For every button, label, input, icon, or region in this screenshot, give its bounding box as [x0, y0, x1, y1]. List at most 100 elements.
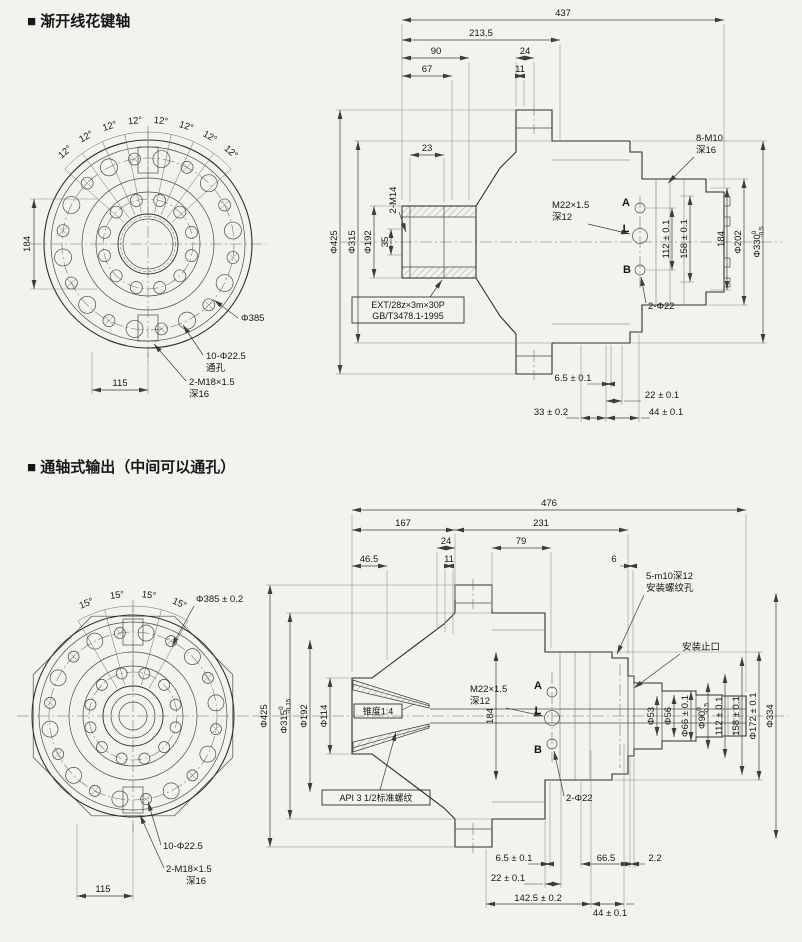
angle-fan: 12°12°12°12°12°12°12°12°: [56, 115, 240, 223]
line-shape: [104, 609, 125, 686]
line-shape: [401, 703, 415, 711]
m18-boss: [122, 618, 144, 646]
circle-shape: [152, 150, 171, 168]
dim-label: 8-M10: [696, 133, 723, 144]
angle-label: 12°: [77, 129, 95, 146]
leader-thread: [153, 343, 187, 382]
angle-label: 12°: [222, 143, 240, 161]
dim-label: Φ385 ± 0.2: [196, 594, 243, 605]
line-shape: [130, 154, 140, 164]
circle-shape: [199, 174, 218, 193]
dim-label: Φ3150-0.15: [278, 698, 293, 733]
port-l-circle: [632, 228, 648, 244]
dim-label: Φ202: [733, 230, 744, 253]
dim-label: 24: [520, 46, 531, 57]
dim-label: 67: [422, 64, 433, 75]
line-shape: [505, 707, 544, 717]
dim-label: 2-Φ22: [566, 793, 593, 804]
dim-label: 44 ± 0.1: [593, 908, 627, 919]
line-shape: [90, 786, 100, 795]
circle-shape: [185, 249, 198, 262]
line-shape: [142, 794, 151, 804]
circle-shape: [173, 205, 187, 219]
port-l-label: L: [535, 705, 542, 717]
leader-holes: [182, 324, 204, 356]
line-shape: [633, 653, 681, 689]
circle-shape: [115, 752, 128, 765]
dim-label: 深16: [189, 389, 209, 400]
line-shape: [115, 628, 124, 638]
tspan-shape: -0.5: [759, 226, 766, 238]
circle-shape: [44, 697, 56, 709]
m18-boss: [137, 314, 159, 342]
line-shape: [203, 673, 212, 683]
line-shape: [171, 168, 232, 223]
line-shape: [211, 725, 221, 734]
line-shape: [160, 141, 194, 215]
circle-shape: [65, 767, 82, 784]
s2-section-view: 476 167 231 24 79 11 46.5 6 5-m10深12 安装螺…: [252, 498, 788, 919]
circle-shape: [165, 635, 177, 648]
section1-title: ■ 渐开线花键轴: [27, 12, 130, 30]
taper-label: 锥度1:4: [363, 706, 394, 717]
leader-holes: [147, 801, 162, 846]
circle-shape: [98, 249, 111, 262]
dim-label: 115: [95, 884, 110, 895]
tspan-shape: Φ90: [697, 711, 708, 729]
circle-shape: [207, 694, 225, 712]
bolt-holes: [54, 150, 242, 338]
circle-shape: [52, 748, 65, 760]
circle-shape: [86, 632, 104, 650]
section2-title: ■ 通轴式输出（中间可以通孔）: [27, 458, 235, 476]
section1-group: ■ 渐开线花键轴 184 115 Φ385 10-Φ22.5 通孔 2-M18×…: [22, 8, 782, 422]
m18-boss: [122, 786, 144, 814]
s1f-ext: [30, 198, 149, 394]
line-shape: [379, 731, 397, 791]
motor-body-outline: [475, 109, 725, 375]
s2-dims: 476 167 231 24 79 11 46.5 6 5-m10深12 安装螺…: [259, 498, 779, 919]
angle-label: 12°: [201, 129, 219, 146]
circle-shape: [130, 281, 143, 294]
circle-shape: [122, 218, 174, 270]
dim-label: 6: [611, 554, 616, 565]
angle-label: 15°: [141, 589, 157, 602]
circle-shape: [169, 721, 182, 734]
s1-ext-lines: [336, 24, 767, 422]
circle-shape: [102, 685, 164, 747]
line-shape: [141, 609, 162, 686]
port-a-circle: [634, 202, 646, 214]
s2-part: [351, 579, 747, 853]
line-shape: [154, 134, 172, 213]
circle-shape: [54, 248, 72, 267]
circle-shape: [109, 205, 123, 219]
dim-label: M22×1.5: [470, 684, 507, 695]
s1-section-view: 437 213.5 90 24 67 11 23 2-M14 35 Φ425 Φ…: [329, 8, 782, 422]
s1-dims: 437 213.5 90 24 67 11 23 2-M14 35 Φ425 Φ…: [329, 8, 766, 421]
line-shape: [228, 252, 238, 262]
section2-group: ■ 通轴式输出（中间可以通孔） Φ385 ± 0.2 10-Φ22.5 2-M1…: [17, 458, 788, 919]
line-shape: [64, 168, 125, 223]
dim-label: 深16: [186, 876, 206, 887]
circle-shape: [96, 741, 108, 753]
dim-label: 深12: [552, 212, 572, 223]
dim-label: 5-m10深12: [646, 571, 693, 582]
inner-bolt-holes: [98, 194, 198, 294]
tspan-shape: -0.5: [704, 703, 711, 715]
port-b-label: B: [534, 744, 542, 756]
dim-label: 深12: [470, 696, 490, 707]
dim-label: Φ172 ± 0.1: [748, 692, 759, 739]
circle-shape: [218, 198, 231, 212]
circle-shape: [84, 721, 97, 734]
line-shape: [81, 153, 130, 219]
dim-label: 通孔: [206, 363, 226, 374]
line-shape: [616, 594, 645, 655]
dim-label: 231: [533, 518, 549, 529]
line-shape: [82, 178, 92, 188]
s2-front-view: Φ385 ± 0.2 10-Φ22.5 2-M18×1.5 深16 115 15…: [17, 589, 249, 900]
angle-label: 15°: [171, 596, 189, 612]
s1-front-view: 184 115 Φ385 10-Φ22.5 通孔 2-M18×1.5 深16 1…: [22, 115, 266, 400]
dim-label: 167: [395, 518, 411, 529]
taper-hatch: [352, 723, 430, 753]
circle-shape: [56, 224, 70, 237]
